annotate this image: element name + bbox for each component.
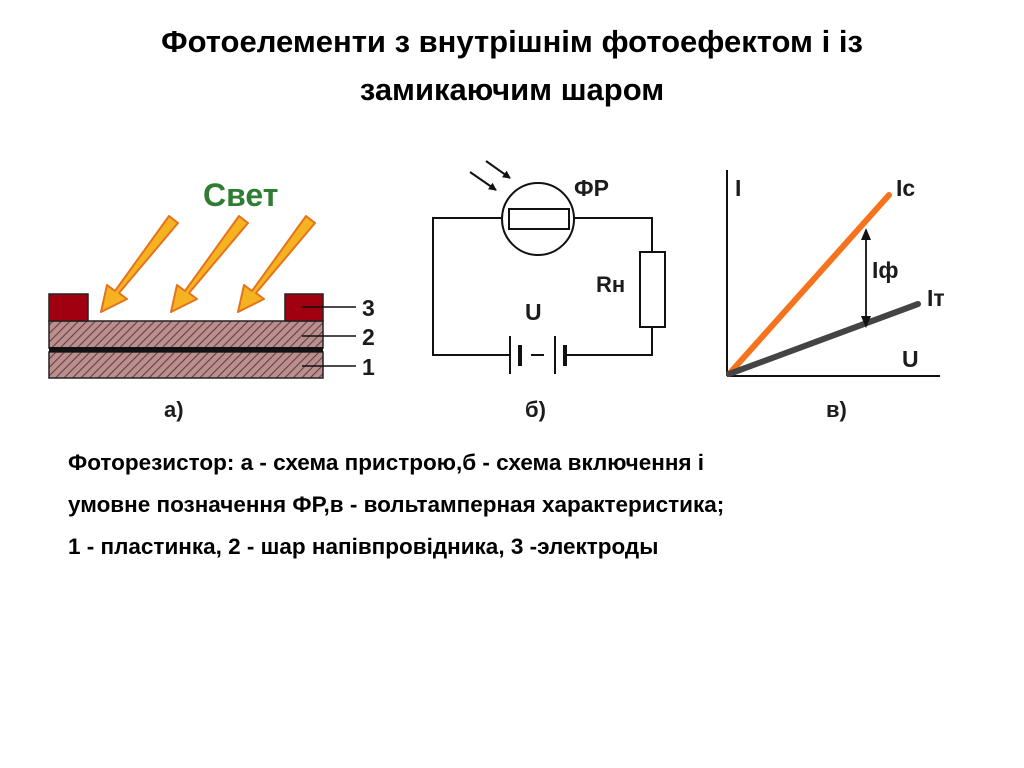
panel-label-b: б) — [525, 397, 546, 422]
light-label: Свет — [203, 177, 278, 213]
light-ray-2 — [485, 160, 511, 179]
electrode-left — [48, 293, 89, 322]
title-line-1: Фотоелементи з внутрішнім фотоефектом і … — [161, 24, 863, 59]
semiconductor-layer — [48, 320, 324, 349]
y-axis-label: I — [735, 175, 741, 201]
caption-line-1: Фоторезистор: а - схема пристрою,б - схе… — [68, 450, 705, 475]
layer-divider — [49, 347, 323, 352]
layer-label-1: 1 — [362, 354, 375, 380]
slide-title: Фотоелементи з внутрішнім фотоефектом і … — [60, 18, 964, 114]
panel-label-a: а) — [164, 397, 184, 422]
figure: Свет 3 2 1 а) ФР Rн U — [48, 160, 945, 422]
circuit-wire — [432, 217, 653, 356]
caption: Фоторезистор: а - схема пристрою,б - схе… — [68, 442, 968, 568]
light-arrow-2 — [170, 215, 249, 313]
photoresistor-body — [508, 208, 570, 230]
source-label: U — [525, 299, 542, 325]
light-arrow-1 — [100, 215, 179, 313]
load-resistor-label: Rн — [596, 272, 625, 297]
load-resistor — [639, 251, 666, 328]
layer-label-3: 3 — [362, 295, 375, 321]
caption-line-2: умовне позначення ФР,в - вольтамперная х… — [68, 492, 725, 517]
dark-current-line — [726, 301, 921, 377]
light-current-label: Iс — [896, 175, 915, 201]
battery-symbol — [509, 336, 567, 374]
light-arrow-3 — [237, 215, 316, 313]
panel-c-iv-characteristic: I Iс Iф Iт U в) — [726, 170, 945, 422]
title-line-2: замикаючим шаром — [359, 72, 665, 107]
dark-current-label: Iт — [927, 285, 945, 311]
panel-b-circuit: ФР Rн U б) — [432, 160, 666, 422]
light-current-line — [726, 192, 892, 377]
plate-layer — [48, 351, 324, 379]
photocurrent-arrowhead-top — [861, 228, 871, 240]
photoresistor-label: ФР — [574, 175, 609, 201]
panel-label-c: в) — [826, 397, 847, 422]
light-ray-1 — [469, 171, 497, 191]
layer-label-2: 2 — [362, 324, 375, 350]
photocurrent-label: Iф — [872, 257, 899, 283]
photocurrent-arrowhead-bottom — [861, 316, 871, 328]
x-axis-label: U — [902, 346, 919, 372]
panel-a-device: Свет 3 2 1 а) — [48, 177, 375, 422]
caption-line-3: 1 - пластинка, 2 - шар напівпровідника, … — [68, 534, 659, 559]
